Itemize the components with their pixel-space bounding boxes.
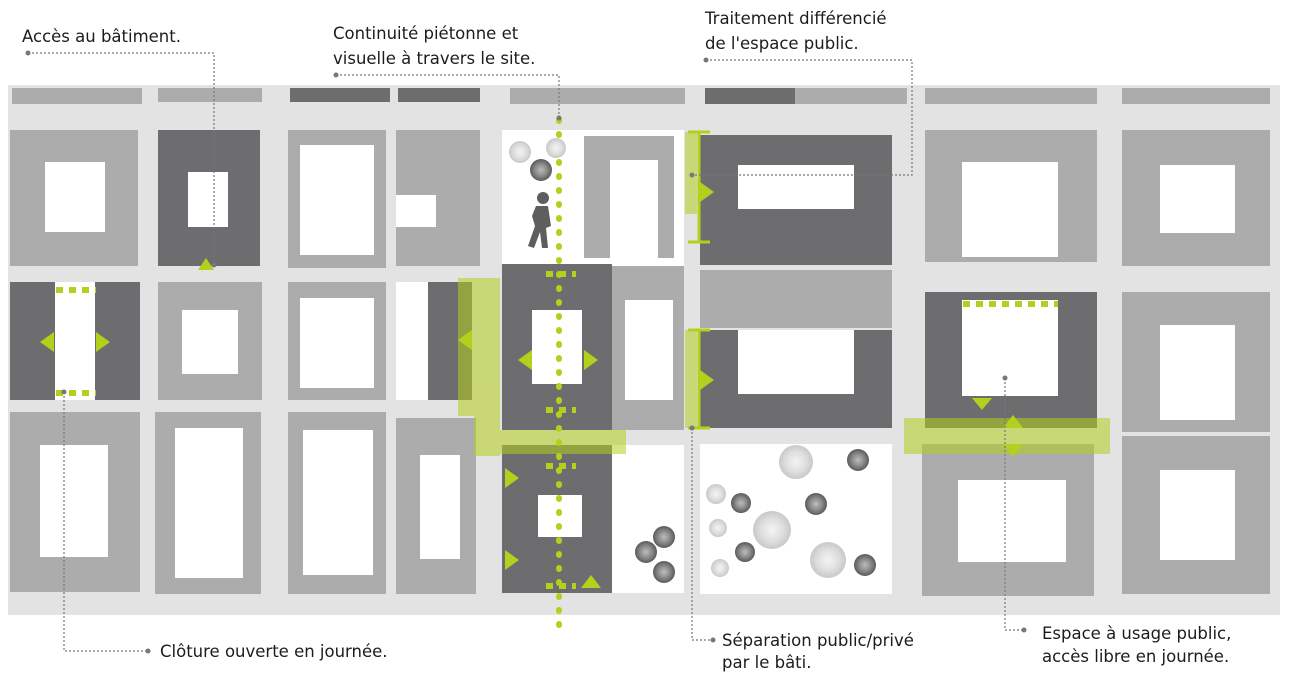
arrow-icon bbox=[96, 332, 110, 352]
arrow-icon bbox=[518, 350, 532, 370]
label-continuity-line1: Continuité piétonne et bbox=[333, 24, 519, 43]
label-continuity-line2: visuelle à travers le site. bbox=[333, 49, 535, 68]
block-row-3 bbox=[10, 412, 1270, 596]
tree-icon bbox=[735, 542, 755, 562]
label-fence: Clôture ouverte en journée. bbox=[160, 642, 388, 661]
label-separation-line1: Séparation public/privé bbox=[722, 631, 914, 650]
tree-icon bbox=[653, 526, 675, 548]
arrow-icon bbox=[505, 550, 519, 570]
tree-icon bbox=[653, 561, 675, 583]
tree-icon bbox=[753, 511, 791, 549]
tree-icon bbox=[810, 542, 846, 578]
arrow-icon bbox=[700, 370, 714, 390]
arrow-icon bbox=[40, 332, 54, 352]
tree-icon bbox=[711, 559, 729, 577]
arrow-icon bbox=[700, 182, 714, 202]
access-arrows bbox=[40, 182, 1023, 588]
label-public-space-line2: accès libre en journée. bbox=[1042, 647, 1229, 666]
pedestrian-icon bbox=[528, 192, 551, 248]
arrow-icon bbox=[584, 350, 598, 370]
tree-icon bbox=[546, 138, 566, 158]
arrow-icon bbox=[458, 330, 472, 350]
block-row-2 bbox=[10, 264, 1270, 432]
tree-icon bbox=[731, 493, 751, 513]
label-treatment-line1: Traitement différencié bbox=[704, 9, 887, 28]
top-row-blocks bbox=[12, 88, 1270, 104]
label-treatment-line2: de l'espace public. bbox=[705, 34, 859, 53]
label-public-space-line1: Espace à usage public, bbox=[1042, 624, 1231, 643]
tree-icon bbox=[779, 445, 813, 479]
block-row-1 bbox=[10, 130, 1270, 268]
tree-icon bbox=[635, 541, 657, 563]
arrow-icon bbox=[1003, 415, 1023, 428]
arrow-icon bbox=[972, 398, 992, 410]
tree-icon bbox=[847, 449, 869, 471]
label-building-access: Accès au bâtiment. bbox=[22, 27, 181, 46]
label-separation-line2: par le bâti. bbox=[722, 653, 811, 672]
tree-icon bbox=[706, 484, 726, 504]
leader-dots bbox=[25, 50, 1027, 654]
arrow-icon bbox=[198, 258, 214, 270]
tree-icon bbox=[509, 141, 531, 163]
tree-icon bbox=[709, 519, 727, 537]
arrow-icon bbox=[1003, 444, 1023, 457]
tree-icon bbox=[854, 554, 876, 576]
fence-lines bbox=[56, 271, 1058, 589]
separation-brackets bbox=[688, 130, 710, 430]
arrow-icon bbox=[581, 575, 601, 588]
arrow-icon bbox=[505, 468, 519, 488]
leader-lines bbox=[28, 52, 1024, 652]
tree-icon bbox=[805, 493, 827, 515]
trees bbox=[509, 138, 876, 583]
tree-icon bbox=[530, 159, 552, 181]
